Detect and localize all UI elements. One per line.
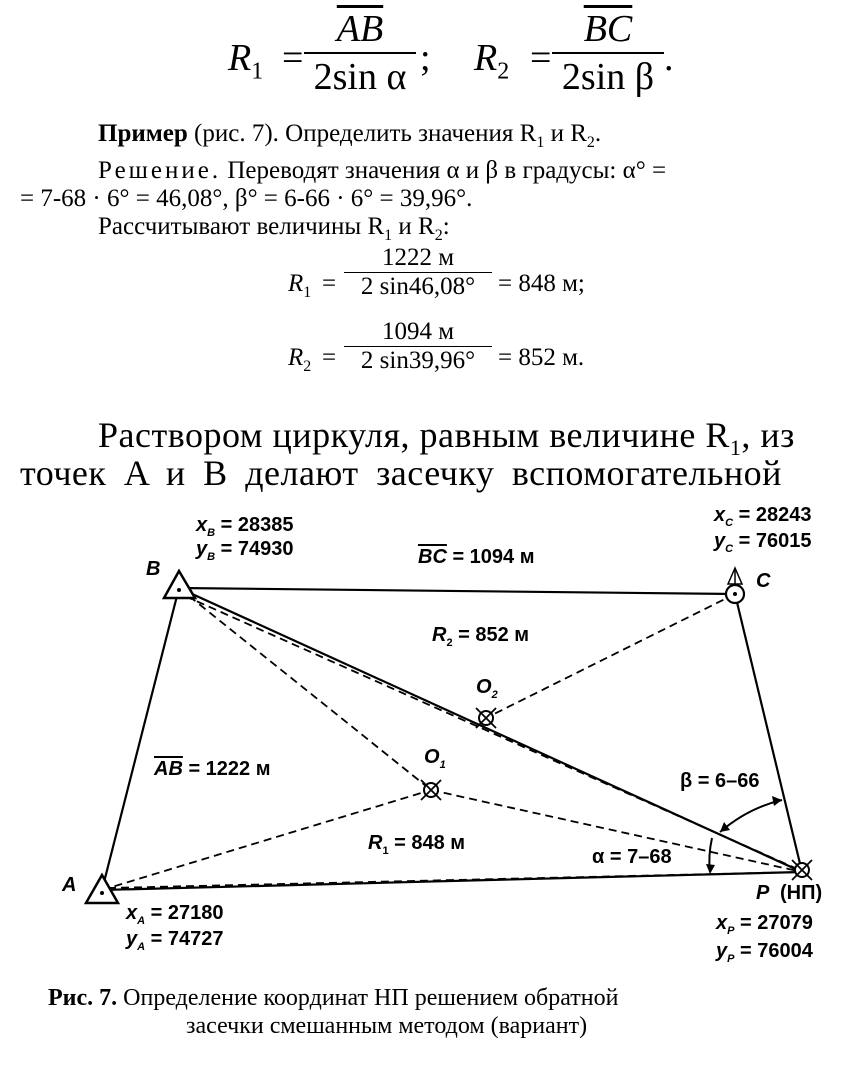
label-ya: yA = 74727 [126,928,224,953]
aux-point-icon-o2 [475,707,497,729]
label-r2: R2 = 852 м [432,624,530,649]
label-o2: O2 [476,676,498,701]
triangle-icon-b [161,568,198,600]
circle-flag-icon-c [724,566,746,605]
semicolon: ; [420,37,431,79]
r1-symbol: R1 [228,37,264,85]
aux-point-icon-o1 [420,779,442,801]
paragraph-line-1: Раствором циркуля, равным величине R1, и… [98,415,795,461]
period: . [664,37,674,79]
example-line: Пример (рис. 7). Определить значения R1 … [98,120,602,151]
beta-arc [719,799,783,833]
triangle-icon-a [83,872,121,905]
label-o1: O1 [424,746,446,771]
label-ab-distance: AB = 1222 м [154,758,271,780]
figure-caption-line-2: засечки смешанным методом (вариант) [186,1013,588,1039]
label-yc: yC = 76015 [714,530,812,555]
label-xc: xC = 28243 [714,504,812,529]
aux-point-icon-p [791,859,813,881]
label-p: P [756,882,770,904]
label-xa: xA = 27180 [126,902,224,927]
label-bc-distance: BC = 1094 м [418,546,535,568]
equals-sign: = [282,37,304,79]
label-np: (НП) [780,882,823,904]
label-xp: xP = 27079 [716,912,813,937]
label-b: B [146,558,161,580]
label-alpha: α = 7–68 [592,846,672,868]
solution-line-1: Решение. Переводят значения α и β в град… [98,157,667,184]
solution-line-2: = 7-68 · 6° = 46,08°, β° = 6-66 · 6° = 3… [20,185,473,212]
dash-bp [184,595,796,869]
paragraph-line-2: точек A и B делают засечку вспомогательн… [20,453,782,493]
label-r1: R1 = 848 м [368,832,466,857]
r2-symbol: R2 [474,37,510,85]
label-a: A [62,874,77,896]
label-xb: xB = 28385 [196,514,294,539]
r1-fraction: AB 2sin α [304,6,416,100]
equals-sign-2: = [530,37,552,79]
figure-caption-line-1: Рис. 7. Определение координат НП решение… [48,985,619,1011]
edge-ab [100,587,181,891]
label-yb: yB = 74930 [196,538,294,563]
solution-line-3: Рассчитывают величины R1 и R2: [98,213,450,244]
label-c: C [756,570,771,592]
edge-cp [733,593,804,873]
r2-fraction: BC 2sin β [552,6,664,100]
label-beta: β = 6–66 [680,770,760,792]
label-yp: yP = 76004 [716,940,813,965]
edge-bc [178,586,736,596]
